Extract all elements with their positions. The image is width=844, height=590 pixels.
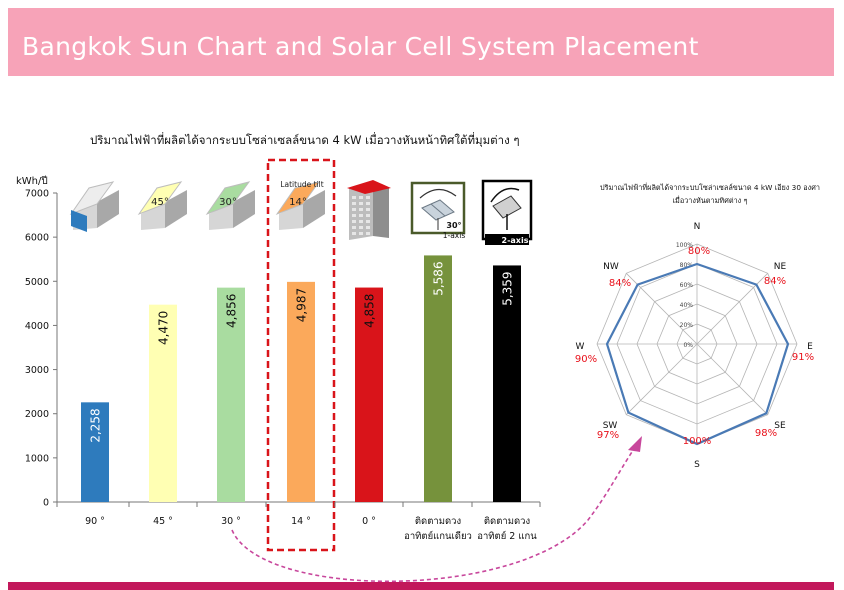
radar-direction-label: W [576, 342, 585, 352]
radar-direction-label: NW [603, 262, 619, 272]
house-icon-30: 30° [205, 181, 255, 230]
radar-tick-label: 40% [680, 302, 694, 309]
bar-chart-title: ปริมาณไฟฟ้าที่ผลิตได้จากระบบโซล่าเซลล์ขน… [90, 132, 520, 147]
bar-value-label: 4,856 [225, 294, 239, 328]
y-tick-label: 1000 [25, 453, 49, 464]
bar-value-label: 4,470 [157, 311, 171, 345]
bar-1 [81, 402, 109, 502]
bottom-bar [8, 582, 834, 590]
radar-value-label: 98% [755, 428, 777, 439]
bar-7 [493, 265, 521, 502]
radar-direction-label: E [807, 342, 813, 352]
radar-tick-label: 0% [683, 342, 693, 349]
page-title: Bangkok Sun Chart and Solar Cell System … [22, 32, 699, 61]
roof-tilt-label: 30° [219, 197, 237, 208]
radar-value-label: 84% [764, 276, 786, 287]
tracker-2-axis-label: 2-axis [502, 236, 529, 245]
house-icon-90 [69, 181, 119, 232]
bar-3 [217, 287, 245, 502]
tracker-2-axis-icon: 2-axis [481, 179, 533, 245]
radar-direction-label: SW [603, 421, 618, 431]
y-tick-label: 2000 [25, 409, 49, 420]
connector-arrowhead [628, 436, 642, 452]
bar-6 [424, 255, 452, 502]
bar-5 [355, 287, 383, 502]
y-tick-label: 0 [43, 498, 49, 509]
bar-value-label: 5,586 [432, 261, 446, 295]
radar-value-label: 91% [792, 352, 814, 363]
tracker-1-axis-icon: 30°1-axis [410, 181, 466, 240]
header-banner: Bangkok Sun Chart and Solar Cell System … [8, 8, 834, 76]
radar-value-label: 84% [609, 278, 631, 289]
radar-tick-label: 20% [680, 322, 694, 329]
radar-direction-label: N [694, 222, 701, 232]
x-tick-label: 90 ° [85, 516, 105, 527]
x-tick-label: 30 ° [221, 516, 241, 527]
y-tick-label: 4000 [25, 321, 49, 332]
tracker-tilt-label: 30° [446, 221, 461, 230]
x-tick-label: อาทิตย์แกนเดียว [404, 530, 472, 542]
radar-spoke [626, 343, 698, 415]
x-tick-label: 0 ° [362, 516, 376, 527]
latitude-tilt-label: Latitude tilt [280, 180, 323, 189]
radar-value-label: 97% [597, 430, 619, 441]
radar-value-label: 80% [688, 246, 710, 257]
highlight-box [266, 158, 336, 552]
y-tick-label: 7000 [25, 189, 49, 200]
house-icon-14: 14° [275, 181, 325, 230]
radar-tick-label: 80% [680, 262, 694, 269]
radar-value-label: 90% [575, 354, 597, 365]
x-tick-label: อาทิตย์ 2 แกน [477, 530, 537, 542]
radar-value-label: 100% [683, 436, 712, 447]
bar-value-label: 2,258 [89, 408, 103, 442]
y-tick-label: 5000 [25, 277, 49, 288]
bar-4 [287, 281, 315, 502]
roof-tilt-label: 45° [151, 197, 169, 208]
radar-title: ปริมาณไฟฟ้าที่ผลิตได้จากระบบโซล่าเซลล์ขน… [600, 182, 820, 192]
building-icon [347, 180, 391, 240]
radar-direction-label: NE [774, 262, 787, 272]
x-tick-label: ติดตามดวง [415, 516, 461, 527]
bar-value-label: 4,987 [295, 288, 309, 322]
bar-2 [149, 304, 177, 502]
x-tick-label: 14 ° [291, 516, 311, 527]
radar-spoke [696, 343, 768, 415]
y-tick-label: 3000 [25, 365, 49, 376]
radar-series-line [605, 262, 790, 446]
radar-direction-label: SE [774, 421, 786, 431]
radar-tick-label: 100% [676, 242, 693, 249]
x-tick-label: ติดตามดวง [484, 516, 530, 527]
radar-subtitle: เมื่อวางหันตามทิศต่าง ๆ [673, 195, 748, 205]
x-tick-label: 45 ° [153, 516, 173, 527]
bar-value-label: 4,858 [363, 294, 377, 328]
bar-value-label: 5,359 [501, 271, 515, 305]
radar-direction-label: S [694, 460, 700, 470]
radar-tick-label: 60% [680, 282, 694, 289]
tracker-1-axis-label: 1-axis [443, 231, 466, 240]
connector-arrow [231, 445, 637, 583]
solar-panel-icon [71, 210, 87, 232]
house-icon-45: 45° [137, 181, 187, 230]
y-axis-label: kWh/ปี [16, 175, 48, 187]
y-tick-label: 6000 [25, 233, 49, 244]
roof-tilt-label: 14° [289, 197, 307, 208]
